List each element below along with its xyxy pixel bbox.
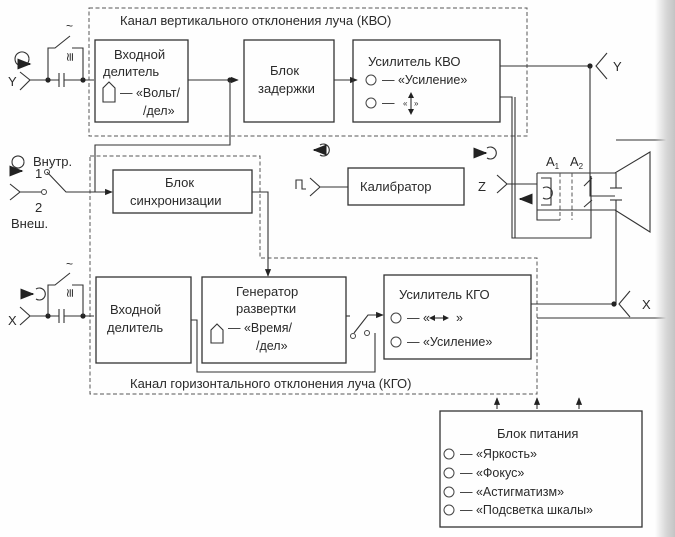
page-edge-shadow [655,0,675,537]
delay-block: Блок задержки [243,39,335,123]
x-amplifier-block: Усилитель КГО — « » — «Усиление» [383,274,532,360]
brightness-knob[interactable] [443,448,455,460]
horizontal-channel-label: Канал горизонтального отклонения луча (К… [130,376,411,391]
svg-text:— «Усиление»: — «Усиление» [382,73,467,87]
svg-text:синхронизации: синхронизации [130,193,222,208]
vertical-channel-label: Канал вертикального отклонения луча (КВО… [120,13,391,28]
y-amplifier-block: Усилитель КВО — «Усиление» — « » [352,39,501,123]
svg-text:2: 2 [35,200,42,215]
svg-text:1: 1 [35,166,42,181]
svg-text:Генератор: Генератор [236,284,298,299]
x-coupling-switch[interactable]: ~ ≅ [47,257,84,316]
sweep-external-switch[interactable] [346,311,384,339]
svg-text:— «: — « [407,311,430,325]
svg-text:Внутр.: Внутр. [33,154,72,169]
y-coupling-capacitor [58,73,65,87]
crt-tube: A1 A2 [518,139,671,319]
sync-block: Блок синхронизации [112,169,253,214]
scale-illumination-knob[interactable] [443,504,455,516]
svg-text:задержки: задержки [258,81,315,96]
svg-text:Входной: Входной [110,302,161,317]
svg-text:~: ~ [66,257,73,271]
svg-text:делитель: делитель [103,64,159,79]
svg-text:X: X [8,313,17,328]
svg-text:— «Вольт/: — «Вольт/ [120,86,180,100]
svg-text:— «Фокус»: — «Фокус» [460,466,524,480]
time-div-knob-icon[interactable] [210,323,224,344]
x-input-divider-block: Входной делитель [95,276,192,364]
anode-a2-label: A2 [570,154,584,171]
astigmatism-knob[interactable] [443,486,455,498]
square-pulse-icon [295,179,306,190]
x-gain-knob[interactable] [390,336,402,348]
svg-text:— «Астигматизм»: — «Астигматизм» [460,485,564,499]
svg-text:— «Подсветка шкалы»: — «Подсветка шкалы» [460,503,593,517]
svg-text:— «Время/: — «Время/ [228,321,293,335]
z-input-connector[interactable]: Z [473,146,508,194]
svg-text:Блок: Блок [165,175,194,190]
y-input-divider-block: Входной делитель — «Вольт/ /дел» [94,39,189,123]
svg-text:≅: ≅ [63,288,77,298]
calibrator-output-connector[interactable] [295,143,348,197]
focus-knob[interactable] [443,467,455,479]
sweep-generator-block: Генератор развертки — «Время/ /дел» [201,276,347,364]
svg-text:X: X [642,297,651,312]
svg-text:— «Усиление»: — «Усиление» [407,335,492,349]
x-position-knob[interactable] [390,312,402,324]
power-supply-block: Блок питания — «Яркость» — «Фокус» — «Ас… [439,410,643,528]
svg-text:делитель: делитель [107,320,163,335]
y-output-connector[interactable]: Y [595,52,622,80]
vertical-channel-frame: Канал вертикального отклонения луча (КВО… [88,7,528,137]
y-input-connector[interactable]: Y [8,51,32,91]
horizontal-channel-frame: Канал горизонтального отклонения луча (К… [89,155,538,395]
svg-text:—: — [382,96,395,110]
svg-text:Y: Y [8,74,17,89]
svg-text:Y: Y [613,59,622,74]
anode-a1-label: A1 [546,154,560,171]
svg-text:»: » [414,99,419,108]
x-input-connector[interactable]: X [8,287,46,328]
svg-text:/дел»: /дел» [256,339,288,353]
svg-text:— «Яркость»: — «Яркость» [460,447,537,461]
svg-text:/дел»: /дел» [143,104,175,118]
svg-text:≅: ≅ [63,52,77,62]
svg-text:Входной: Входной [114,47,165,62]
svg-text:~: ~ [66,19,73,33]
svg-text:Блок: Блок [270,63,299,78]
volts-div-knob-icon[interactable] [102,81,116,103]
svg-text:»: » [456,311,463,325]
svg-text:Усилитель КВО: Усилитель КВО [368,54,461,69]
x-coupling-capacitor [58,309,65,323]
svg-text:Калибратор: Калибратор [360,179,432,194]
sync-source-switch[interactable]: Внутр. 1 2 Внеш. [9,154,113,231]
vertical-shift-arrows-icon: « » [403,92,419,115]
y-coupling-switch[interactable]: ~ ≅ [47,19,84,80]
horizontal-shift-arrows-icon [429,315,449,321]
svg-text:Внеш.: Внеш. [11,216,48,231]
svg-text:Z: Z [478,179,486,194]
svg-text:Блок питания: Блок питания [497,426,578,441]
calibrator-block: Калибратор [347,167,465,206]
y-position-knob[interactable] [365,97,377,109]
svg-text:Усилитель КГО: Усилитель КГО [399,287,490,302]
svg-text:«: « [403,99,408,108]
y-gain-knob[interactable] [365,74,377,86]
svg-text:развертки: развертки [236,301,296,316]
x-output-connector[interactable]: X [618,290,651,318]
